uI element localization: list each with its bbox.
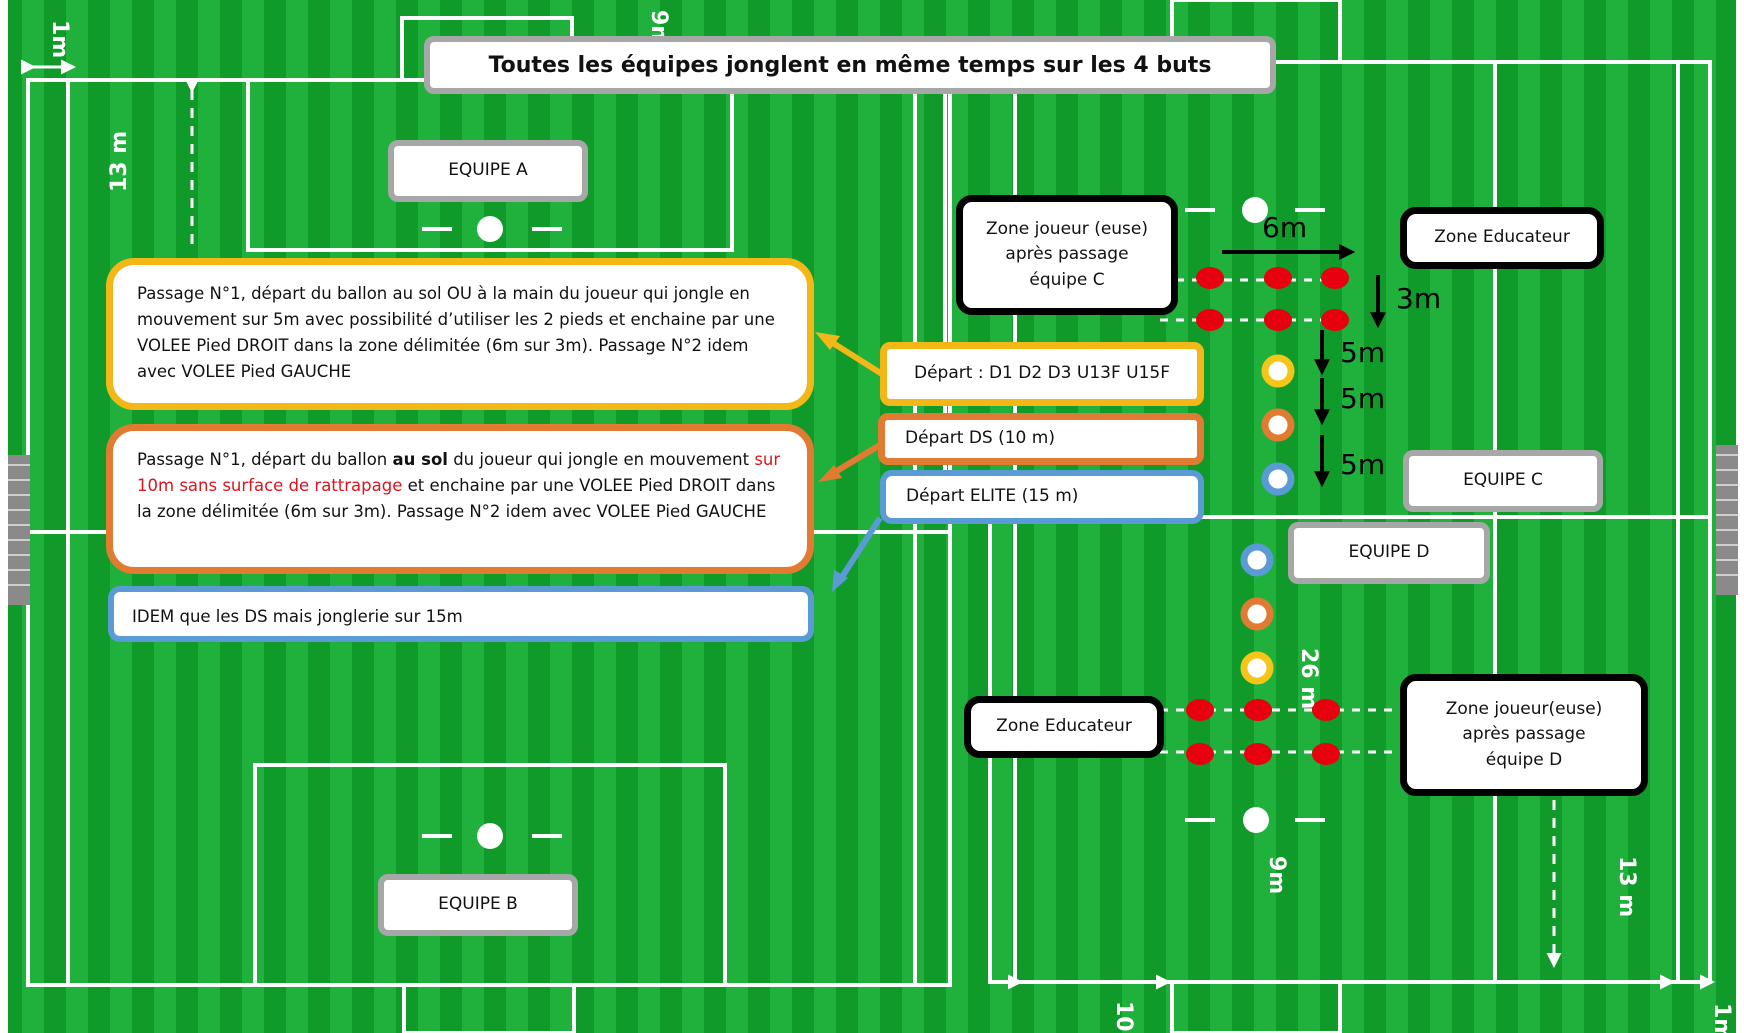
instruction-orange-text-1: Passage N°1, départ du ballon <box>137 450 393 469</box>
yellow-pointer-head <box>815 332 840 350</box>
goal-right <box>1716 445 1738 595</box>
yellow-pointer <box>823 335 884 377</box>
ball-marker-d <box>1185 807 1325 833</box>
cones-top <box>1196 267 1349 331</box>
zone-educator-top: Zone Educateur <box>1400 207 1604 269</box>
goal-left <box>8 455 30 605</box>
ball-marker-a <box>422 216 562 242</box>
diagram-title: Toutes les équipes jonglent en même temp… <box>424 36 1276 94</box>
instruction-orange: Passage N°1, départ du ballon au sol du … <box>106 424 814 574</box>
instruction-blue: IDEM que les DS mais jonglerie sur 15m <box>108 586 814 642</box>
instruction-blue-text: IDEM que les DS mais jonglerie sur 15m <box>132 607 463 626</box>
measure-5m-b: 5m <box>1340 382 1385 415</box>
start-elite-label: Départ ELITE (15 m) <box>880 470 1204 524</box>
instruction-orange-red: sur 10m sans surface de rattrapage <box>137 450 781 495</box>
measure-6m: 6m <box>1262 211 1307 244</box>
start-ds-label: Départ DS (10 m) <box>878 413 1204 465</box>
measure-9m: 9m <box>1264 856 1289 894</box>
measure-1m-right: 1m <box>1709 1003 1734 1033</box>
zone-player-c: Zone joueur (euse) après passage équipe … <box>956 195 1178 315</box>
black-arrows <box>1222 244 1386 488</box>
ball-marker-b <box>422 823 562 849</box>
measure-13m-left: 13 m <box>107 131 132 192</box>
measure-13m-right: 13 m <box>1614 856 1639 917</box>
team-d-label: EQUIPE D <box>1288 522 1490 584</box>
measure-5m-a: 5m <box>1340 336 1385 369</box>
measure-10m: 10 m <box>1111 1001 1136 1033</box>
orange-pointer-head <box>818 465 842 482</box>
blue-pointer-head <box>832 570 848 592</box>
instruction-orange-bold: au sol <box>392 450 448 469</box>
orange-pointer <box>828 442 882 478</box>
instruction-orange-text-3: et enchaine par une VOLEE Pied DROIT dan… <box>137 476 776 521</box>
blue-pointer <box>837 516 883 582</box>
start-markers-bottom <box>1240 543 1274 685</box>
measure-5m-c: 5m <box>1340 448 1385 481</box>
measure-1m-left: 1m <box>47 20 72 58</box>
measure-3m: 3m <box>1396 282 1441 315</box>
cones-bottom <box>1186 699 1340 765</box>
team-c-label: EQUIPE C <box>1403 450 1603 512</box>
measure-26m: 26 m <box>1296 648 1321 709</box>
team-b-label: EQUIPE B <box>378 874 578 936</box>
start-markers-top <box>1261 354 1295 496</box>
instruction-yellow-text: Passage N°1, départ du ballon au sol OU … <box>137 284 775 381</box>
ball-marker-c <box>1185 197 1325 223</box>
team-a-label: EQUIPE A <box>388 140 588 202</box>
instruction-orange-text-2: du joueur qui jongle en mouvement <box>447 450 755 469</box>
zone-player-d: Zone joueur(euse) après passage équipe D <box>1400 674 1648 796</box>
zone-educator-bottom: Zone Educateur <box>964 696 1164 758</box>
instruction-yellow: Passage N°1, départ du ballon au sol OU … <box>106 258 814 410</box>
start-d1-label: Départ : D1 D2 D3 U13F U15F <box>880 342 1204 406</box>
